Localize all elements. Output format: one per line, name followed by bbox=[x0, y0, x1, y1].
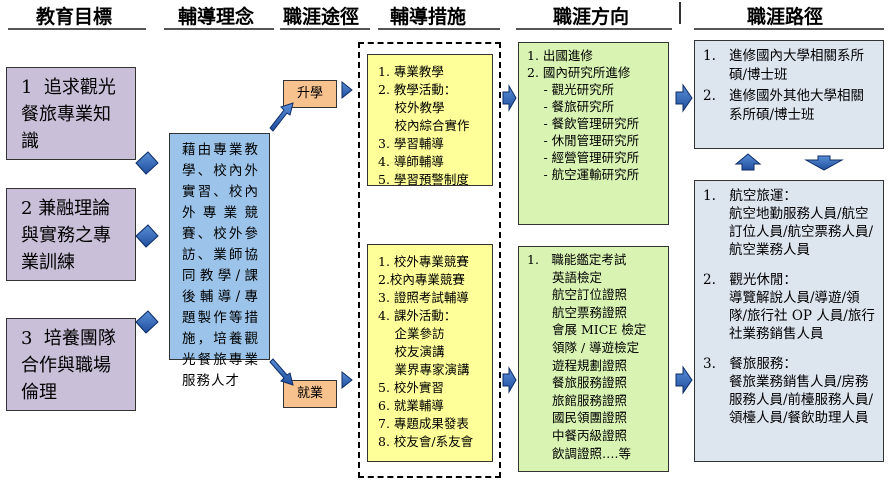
measures-upper-item: 4. 導師輔導 bbox=[378, 154, 444, 169]
goal-box-2: 2 兼融理論與實務之專業訓練 bbox=[6, 188, 136, 281]
header-path: 職涯路徑 bbox=[747, 6, 824, 28]
measures-lower-item: 8. 校友會/系友會 bbox=[378, 434, 474, 449]
measures-lower-item: 2.校內專業競賽 bbox=[378, 272, 465, 287]
path-category-body: 航空地勤服務人員/航空訂位人員/航空票務人員/航空業務人員 bbox=[729, 206, 874, 258]
measures-lower-item: 4. 課外活動： bbox=[378, 308, 457, 323]
measures-upper-item: 校內綜合實作 bbox=[378, 118, 470, 133]
header-underline bbox=[164, 28, 274, 30]
goal-box-1: 1 追求觀光餐旅專業知識 bbox=[6, 67, 136, 160]
measures-upper-item: 3. 學習輔導 bbox=[378, 136, 444, 151]
goal-text: 兼融理論與實務之專業訓練 bbox=[21, 198, 111, 273]
header-direction: 職涯方向 bbox=[553, 6, 630, 28]
direction-upper-item: - 餐旅研究所 bbox=[527, 99, 615, 114]
goal-number: 1 bbox=[21, 77, 33, 98]
path-number: 1. bbox=[703, 48, 716, 64]
arrow-right-icon bbox=[675, 83, 693, 113]
goal-text: 培養團隊合作與職場倫理 bbox=[21, 328, 116, 403]
measures-upper-item: 校外教學 bbox=[378, 100, 445, 115]
goal-number: 2 bbox=[21, 198, 33, 219]
path-lower-item: 3. 餐旅服務： 餐旅業務銷售人員/房務服務人員/前檯服務人員/領檯人員/餐飲助… bbox=[703, 355, 877, 427]
header-underline bbox=[8, 28, 146, 30]
measures-lower-item: 校友演講 bbox=[378, 344, 445, 359]
measures-lower-item: 3. 證照考試輔導 bbox=[378, 290, 469, 305]
measures-lower-item: 企業參訪 bbox=[378, 326, 445, 341]
direction-lower-item: 航空訂位證照 bbox=[527, 287, 628, 303]
measures-upper-item: 2. 教學活動： bbox=[378, 82, 457, 97]
arrow-down-icon bbox=[804, 155, 844, 171]
path-lower-box: 1. 航空旅運： 航空地勤服務人員/航空訂位人員/航空票務人員/航空業務人員 2… bbox=[694, 180, 884, 462]
direction-lower-item: 英語檢定 bbox=[527, 269, 603, 285]
direction-upper-item: - 航空運輸研究所 bbox=[527, 167, 640, 182]
path-number: 2. bbox=[703, 88, 716, 104]
diamond-arrow-icon bbox=[135, 151, 159, 175]
direction-lower-item: 航空票務證照 bbox=[527, 304, 628, 320]
measures-container bbox=[358, 42, 501, 478]
direction-lower-item: 1. 職能鑑定考試 bbox=[527, 252, 627, 267]
path-upper-item: 2. 進修國外其他大學相關系所碩/博士班 bbox=[703, 87, 877, 125]
path-category-title: 3. 餐旅服務： bbox=[703, 356, 797, 372]
path-category-body: 餐旅業務銷售人員/房務服務人員/前檯服務人員/領檯人員/餐飲助理人員 bbox=[729, 374, 874, 426]
measures-lower-item: 7. 專題成果發表 bbox=[378, 416, 469, 431]
direction-upper-box: 1. 出國進修 2. 國內研究所進修 - 觀光研究所 - 餐旅研究所 - 餐飲管… bbox=[518, 42, 669, 225]
direction-lower-item: 旅館服務證照 bbox=[527, 392, 628, 408]
arrow-right-icon bbox=[341, 80, 353, 100]
path-category-title: 2. 觀光休閒： bbox=[703, 272, 797, 288]
path-category-title: 1. 航空旅運： bbox=[703, 188, 797, 204]
direction-lower-item: 餐旅服務證照 bbox=[527, 375, 628, 391]
direction-lower-item: 遊程規劃證照 bbox=[527, 357, 628, 373]
path-upper-item: 1. 進修國內大學相關系所碩/博士班 bbox=[703, 47, 877, 85]
header-underline bbox=[378, 28, 500, 30]
measures-lower-item: 1. 校外專業競賽 bbox=[378, 254, 469, 269]
goal-box-3: 3 培養團隊合作與職場倫理 bbox=[6, 318, 136, 411]
header-route: 職涯途徑 bbox=[283, 6, 360, 28]
route-tag-upper: 升學 bbox=[283, 80, 337, 108]
header-underline bbox=[694, 28, 884, 30]
goal-text: 追求觀光餐旅專業知識 bbox=[21, 77, 116, 152]
direction-upper-item: - 休閒管理研究所 bbox=[527, 133, 640, 148]
arrow-right-icon bbox=[341, 370, 353, 390]
direction-lower-item: 中餐丙級證照 bbox=[527, 427, 628, 443]
diamond-arrow-icon bbox=[135, 310, 159, 334]
direction-upper-item: - 觀光研究所 bbox=[527, 82, 615, 97]
direction-lower-item: 國民領團證照 bbox=[527, 410, 628, 426]
direction-lower-item: 飲調證照….等 bbox=[527, 445, 631, 461]
measures-upper-item: 5. 學習預警制度 bbox=[378, 172, 469, 187]
route-tag-lower: 就業 bbox=[283, 380, 337, 408]
arrow-up-icon bbox=[734, 153, 762, 171]
measures-lower-item: 5. 校外實習 bbox=[378, 380, 444, 395]
diamond-arrow-icon bbox=[135, 224, 159, 248]
header-underline bbox=[280, 28, 370, 30]
philosophy-box: 藉由專業教學、校內外實習、校內外專業競賽、校外參訪、業師協同教學/課後輔導/專題… bbox=[169, 133, 270, 389]
path-lower-item: 1. 航空旅運： 航空地勤服務人員/航空訂位人員/航空票務人員/航空業務人員 bbox=[703, 187, 877, 259]
direction-lower-box: 1. 職能鑑定考試 英語檢定 航空訂位證照 航空票務證照 會展 MICE 檢定 … bbox=[518, 246, 669, 472]
measures-lower-item: 業界專家演講 bbox=[378, 362, 470, 377]
header-underline bbox=[516, 28, 672, 30]
path-upper-box: 1. 進修國內大學相關系所碩/博士班 2. 進修國外其他大學相關系所碩/博士班 bbox=[694, 40, 884, 149]
header-goals: 教育目標 bbox=[36, 6, 113, 28]
direction-upper-item: 1. 出國進修 bbox=[527, 48, 593, 63]
direction-upper-item: - 餐飲管理研究所 bbox=[527, 116, 640, 131]
header-measures: 輔導措施 bbox=[390, 6, 467, 28]
path-lower-item: 2. 觀光休閒： 導覽解說人員/導遊/領隊/旅行社 OP 人員/旅行社業務銷售人… bbox=[703, 271, 877, 343]
measures-lower-box: 1. 校外專業競賽 2.校內專業競賽 3. 證照考試輔導 4. 課外活動： 企業… bbox=[367, 244, 493, 462]
arrow-right-icon bbox=[502, 366, 517, 394]
measures-lower-item: 6. 就業輔導 bbox=[378, 398, 444, 413]
path-text: 進修國外其他大學相關系所碩/博士班 bbox=[729, 88, 864, 123]
direction-lower-item: 會展 MICE 檢定 bbox=[527, 322, 647, 338]
header-philosophy: 輔導理念 bbox=[178, 6, 255, 28]
measures-upper-item: 1. 專業教學 bbox=[378, 64, 444, 79]
direction-upper-item: 2. 國內研究所進修 bbox=[527, 65, 631, 80]
arrow-right-icon bbox=[502, 84, 517, 112]
direction-lower-item: 領隊 / 導遊檢定 bbox=[527, 339, 640, 355]
path-category-body: 導覽解說人員/導遊/領隊/旅行社 OP 人員/旅行社業務銷售人員 bbox=[729, 290, 875, 342]
arrow-right-icon bbox=[675, 365, 693, 395]
measures-upper-box: 1. 專業教學 2. 教學活動： 校外教學 校內綜合實作 3. 學習輔導 4. … bbox=[367, 54, 493, 187]
path-text: 進修國內大學相關系所碩/博士班 bbox=[729, 48, 864, 83]
goal-number: 3 bbox=[21, 328, 33, 349]
direction-upper-item: - 經營管理研究所 bbox=[527, 150, 640, 165]
header-separator bbox=[679, 2, 681, 24]
